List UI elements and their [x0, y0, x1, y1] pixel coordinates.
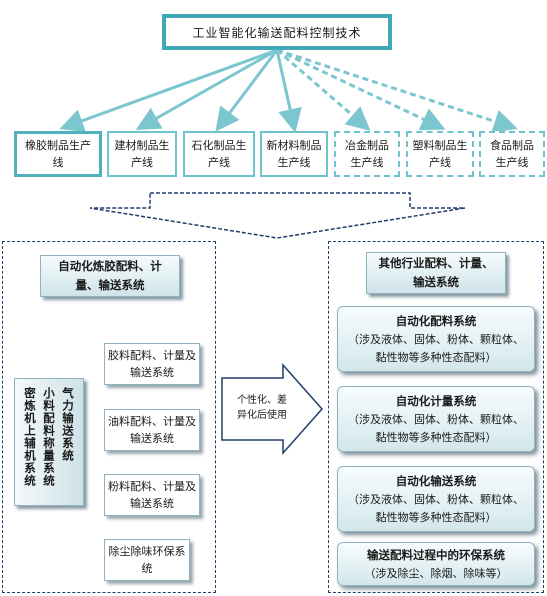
industry-plastic: 塑料制品生产线	[406, 131, 474, 177]
right-panel-header: 其他行业配料、计量、输送系统	[366, 252, 506, 294]
system-batching: 自动化配料系统 （涉及液体、固体、粉体、颗粒体、黏性物等多种性态配料）	[337, 306, 535, 372]
arrow-to-newmat	[275, 49, 302, 133]
subsystem-dust-removal: 除尘除味环保系统	[104, 539, 190, 581]
middle-right-arrow	[221, 363, 324, 455]
system-environmental: 输送配料过程中的环保系统 （涉及除尘、除烟、除味等）	[337, 542, 535, 586]
arrow-to-plastic	[276, 48, 446, 131]
vertical-label-1: 气力输送系统	[61, 387, 75, 462]
top-title-box: 工业智能化输送配料控制技术	[162, 14, 392, 50]
industry-rubber: 橡胶制品生产线	[14, 131, 102, 177]
industry-metal: 冶金制品生产线	[334, 131, 400, 177]
arrow-to-food	[276, 48, 518, 133]
industry-petro: 石化制品生产线	[183, 131, 255, 177]
arrow-to-rubber	[59, 48, 278, 133]
system-conveying: 自动化输送系统 （涉及液体、固体、粉体、颗粒体、黏性物等多种性态配料）	[337, 466, 535, 532]
top-title: 工业智能化输送配料控制技术	[192, 25, 362, 40]
industry-building: 建材制品生产线	[107, 131, 177, 177]
industry-food: 食品制品生产线	[479, 131, 545, 177]
middle-note: 个性化、差异化后使用	[237, 395, 287, 421]
arrow-to-petro	[215, 49, 279, 132]
rubber-core-systems: 气力输送系统 小料配料称量系统 密炼机上辅机系统	[14, 378, 84, 506]
left-panel-header: 自动化炼胶配料、计量、输送系统	[40, 255, 180, 297]
arrow-to-building	[135, 48, 278, 130]
industry-newmat: 新材料制品生产线	[260, 131, 328, 177]
subsystem-oil: 油料配料、计量及输送系统	[104, 409, 200, 451]
vertical-label-3: 密炼机上辅机系统	[23, 387, 37, 487]
vertical-label-2: 小料配料称量系统	[42, 387, 56, 487]
subsystem-powder: 粉料配料、计量及输送系统	[104, 474, 200, 516]
system-metering: 自动化计量系统 （涉及液体、固体、粉体、颗粒体、黏性物等多种性态配料）	[337, 386, 535, 452]
subsystem-rubber-material: 胶料配料、计量及输送系统	[104, 343, 200, 385]
big-down-arrow	[89, 192, 466, 239]
